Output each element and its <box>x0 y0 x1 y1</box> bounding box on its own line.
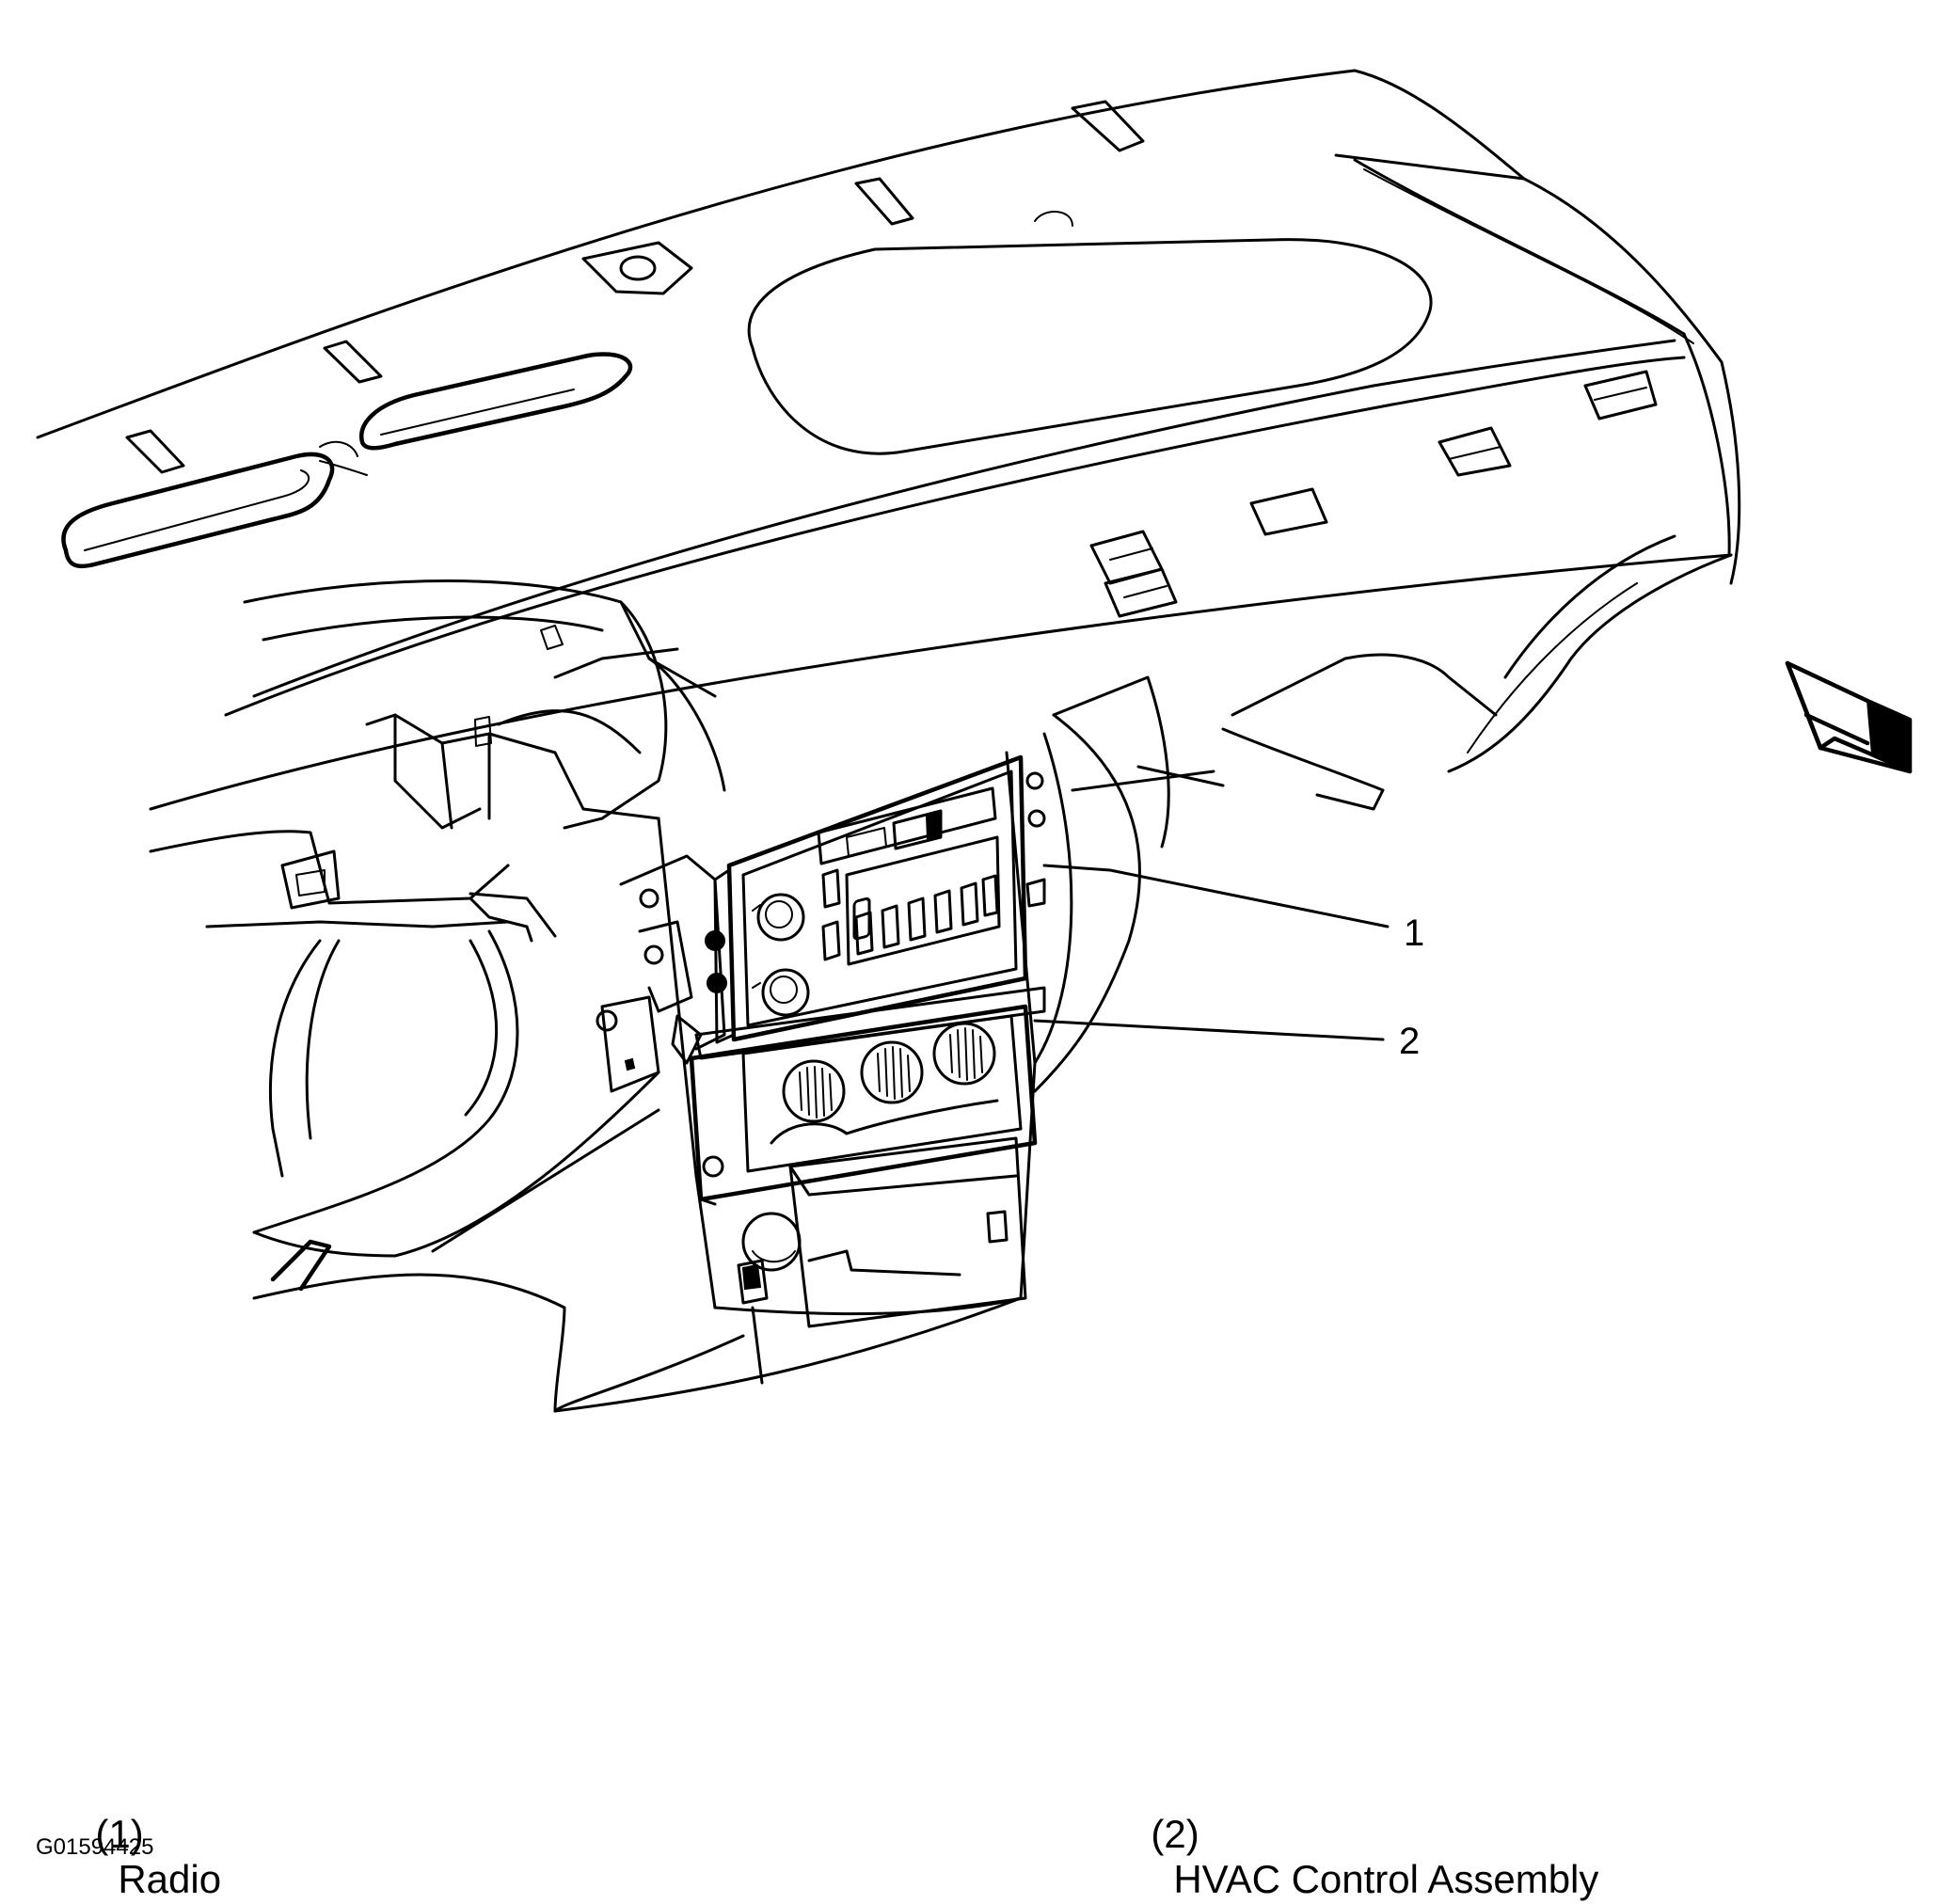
left-dash-structure <box>149 579 726 943</box>
callout-2: 2 <box>1033 1019 1420 1062</box>
side-air-vents <box>1089 370 1658 618</box>
dash-top <box>36 69 1741 811</box>
mounting-bracket <box>596 854 726 1093</box>
top-speaker-pad <box>747 238 1433 455</box>
radio <box>705 754 1046 1044</box>
defroster-grille-center <box>359 352 633 451</box>
figure-code: G01594425 <box>36 1834 154 1860</box>
view-direction-arrow-icon <box>1785 660 1913 774</box>
center-stack <box>553 675 1170 1413</box>
right-lower-panel <box>1071 534 1733 811</box>
hvac-control-assembly <box>689 1004 1038 1206</box>
legend-number: (2) <box>1151 1812 1199 1856</box>
callout-number-1: 1 <box>1404 912 1424 954</box>
legend-item-radio: (1) Radio <box>73 1767 221 1902</box>
legend-item-hvac-control-assembly: (2) HVAC Control Assembly <box>1129 1767 1598 1902</box>
lower-left-panel <box>252 929 660 1413</box>
legend-label: Radio <box>118 1857 222 1901</box>
sensor-openings <box>125 100 1145 476</box>
callout-1: 1 <box>1042 864 1424 954</box>
defroster-grille-left <box>61 452 335 569</box>
legend-label: HVAC Control Assembly <box>1173 1857 1599 1901</box>
callout-number-2: 2 <box>1399 1021 1420 1062</box>
legend-number: (1) <box>95 1812 144 1856</box>
